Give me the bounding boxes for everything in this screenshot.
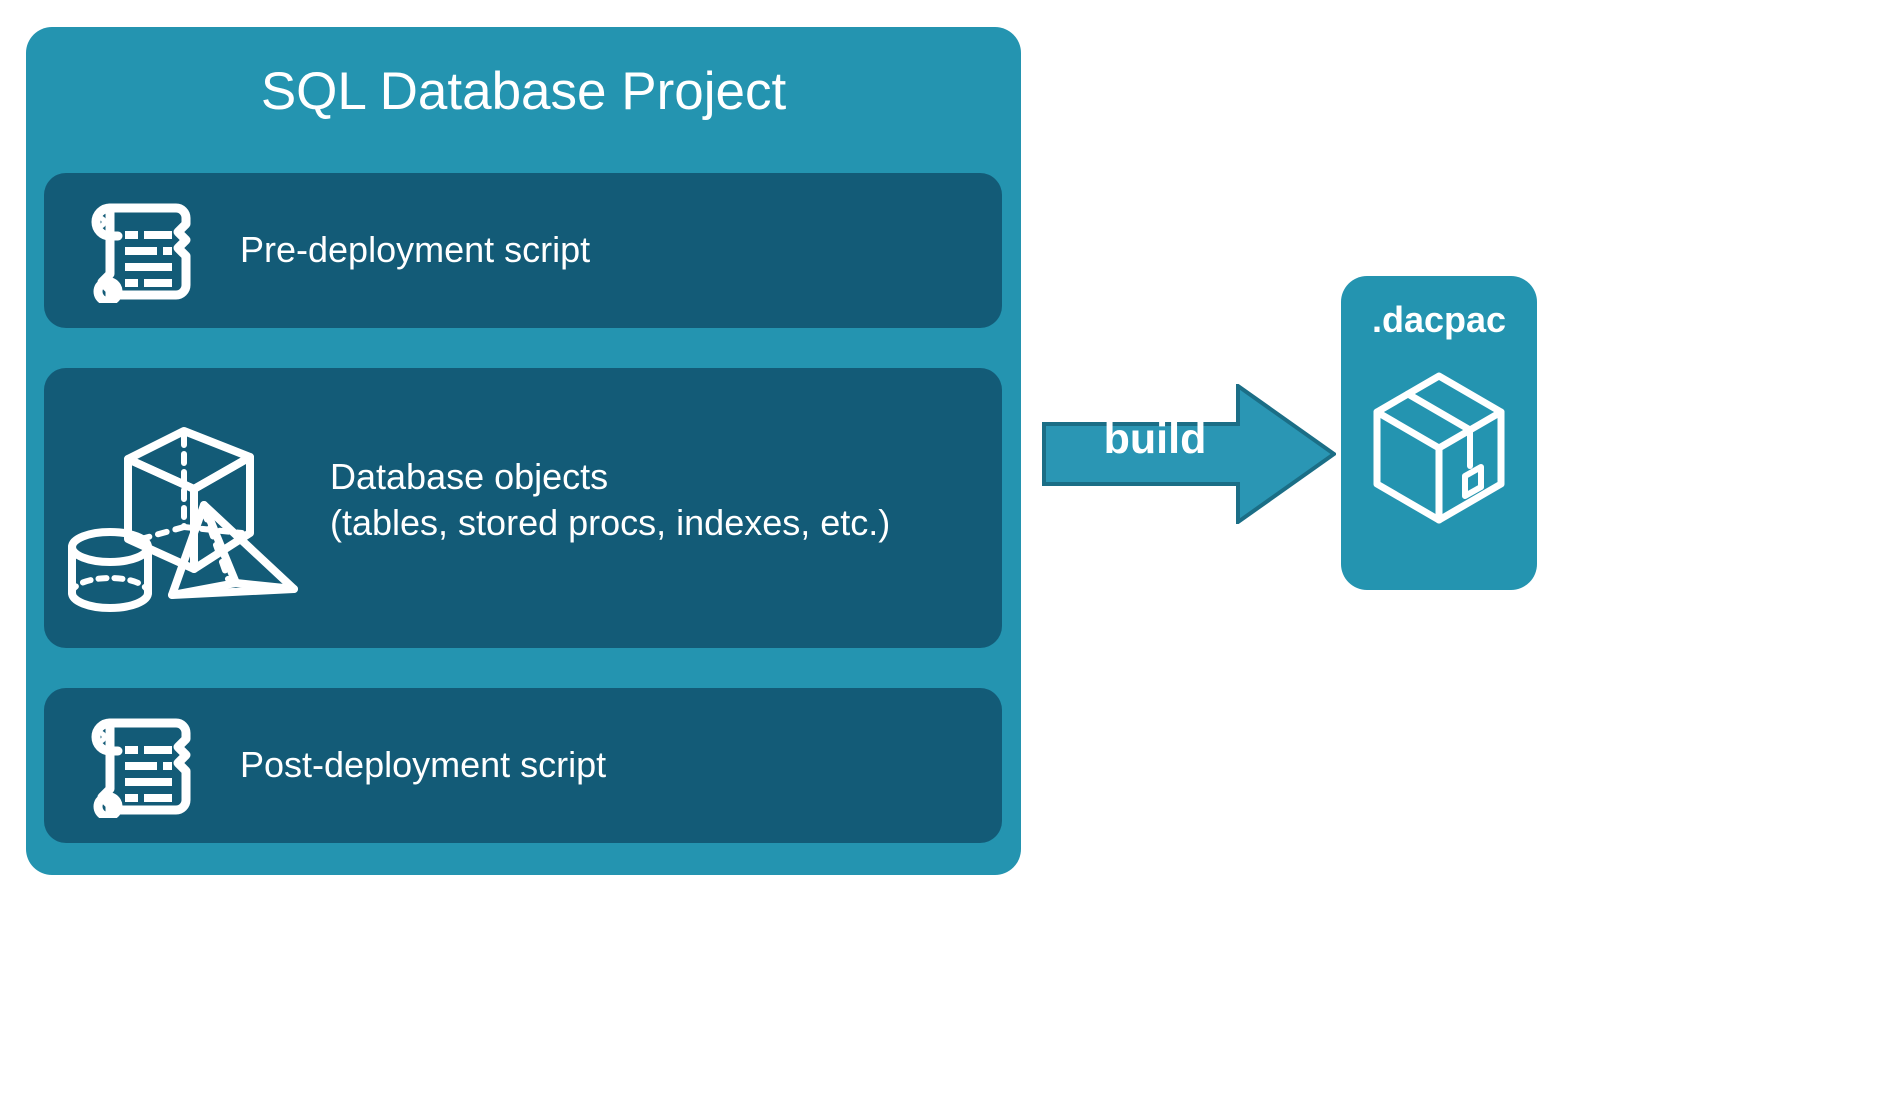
package-box-icon xyxy=(1373,372,1505,524)
panel-label-post-deployment: Post-deployment script xyxy=(240,744,607,785)
scroll-icon xyxy=(91,718,191,818)
sql-database-project-container: SQL Database Project Pre-deployment scri… xyxy=(26,27,1021,875)
panel-label-pre-deployment: Pre-deployment script xyxy=(240,229,591,270)
panel-pre-deployment[interactable]: Pre-deployment script xyxy=(44,173,1002,328)
3d-shapes-icon xyxy=(68,427,298,612)
page-title: SQL Database Project xyxy=(260,62,787,121)
panel-post-deployment[interactable]: Post-deployment script xyxy=(44,688,1002,843)
panel-database-objects[interactable]: Database objects (tables, stored procs, … xyxy=(44,368,1002,648)
build-arrow xyxy=(1042,384,1336,524)
package-label-icon xyxy=(1462,464,1484,499)
dacpac-output-card[interactable]: .dacpac xyxy=(1341,276,1537,590)
panel-label-database-objects: Database objects (tables, stored procs, … xyxy=(330,456,891,544)
arrow-right-icon xyxy=(1042,384,1336,524)
scroll-icon xyxy=(91,203,191,303)
dacpac-title: .dacpac xyxy=(1371,299,1507,340)
